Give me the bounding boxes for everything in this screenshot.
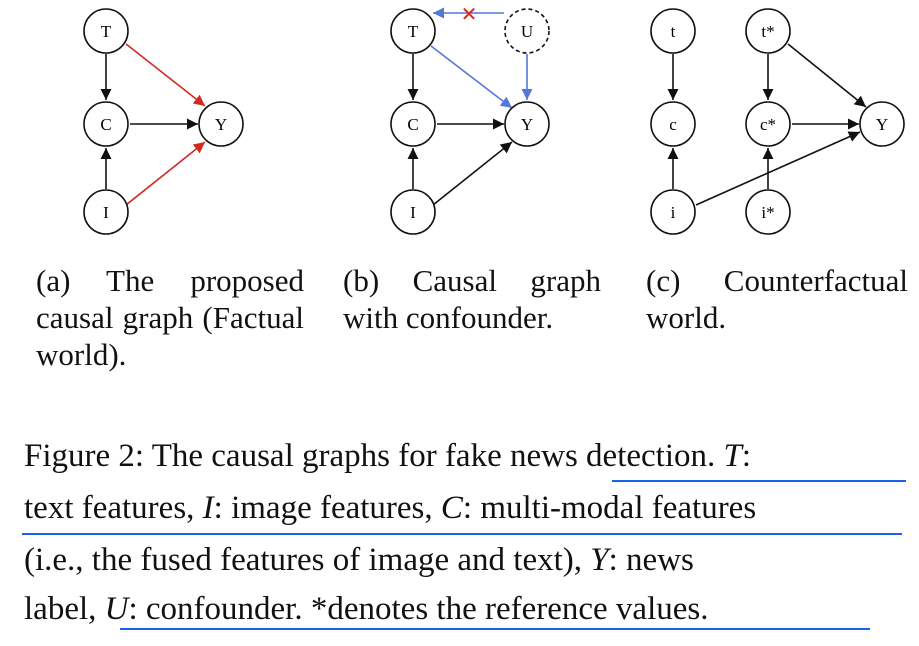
edge-a-I-Y-red (125, 141, 206, 206)
caption-line-1: Figure 2: The causal graphs for fake new… (24, 437, 751, 475)
node-c-c-label: c (669, 115, 677, 134)
node-c-ts (745, 8, 791, 54)
caption-line-2-text: text features, (24, 490, 203, 526)
node-a-I (83, 189, 129, 235)
edge-b-I-Y (432, 141, 513, 206)
caption-line-4-tail: : confounder. *denotes the reference val… (128, 591, 709, 627)
annotation-underline-3 (120, 628, 870, 630)
node-b-Y (504, 101, 550, 147)
node-c-Y (859, 101, 905, 147)
caption-var-C: C (440, 490, 463, 526)
caption-var-U: U (104, 591, 129, 627)
edge-c-ts-Y (787, 43, 867, 108)
node-c-c (650, 101, 696, 147)
graph-a: T C I Y (83, 8, 244, 235)
graph-b: ✕ T U C I Y (390, 2, 550, 235)
caption-line-3: (i.e., the fused features of image and t… (24, 541, 694, 579)
node-c-i-label: i (671, 203, 676, 222)
node-a-I-label: I (103, 203, 109, 222)
edge-a-T-Y-red (125, 43, 206, 107)
causal-graphs-diagram: T C I Y ✕ T U C I Y t (83, 2, 905, 235)
node-c-i (650, 189, 696, 235)
node-b-C-label: C (407, 115, 418, 134)
caption-var-T: T (723, 438, 742, 474)
node-c-is (745, 189, 791, 235)
caption-line-2: text features, I: image features, C: mul… (24, 489, 756, 527)
edge-c-i-Y (695, 131, 861, 206)
node-c-is-label: i* (761, 203, 774, 222)
node-b-I-label: I (410, 203, 416, 222)
cut-mark-icon: ✕ (461, 2, 478, 26)
caption-var-Y: Y (590, 542, 609, 578)
node-b-Y-label: Y (521, 115, 533, 134)
node-a-T (83, 8, 129, 54)
node-a-T-label: T (101, 22, 112, 41)
node-a-C (83, 101, 129, 147)
node-b-T (390, 8, 436, 54)
node-b-T-label: T (408, 22, 419, 41)
node-b-U-label: U (521, 22, 533, 41)
caption-line-4-text: label, (24, 591, 105, 627)
caption-var-I: I (202, 490, 214, 526)
caption-line-2-mid: : image features, (213, 490, 441, 526)
caption-line-4: label, U: confounder. *denotes the refer… (24, 590, 708, 628)
caption-line-3-tail: : news (608, 542, 694, 578)
node-a-Y-label: Y (215, 115, 227, 134)
node-c-t-label: t (671, 22, 676, 41)
node-b-C (390, 101, 436, 147)
node-c-cs-label: c* (760, 115, 776, 134)
caption-line-2-tail: : multi-modal features (462, 490, 757, 526)
caption-line-1-text: Figure 2: The causal graphs for fake new… (24, 438, 724, 474)
node-b-I (390, 189, 436, 235)
caption-line-3-text: (i.e., the fused features of image and t… (24, 542, 591, 578)
node-a-C-label: C (100, 115, 111, 134)
graph-c: t c i t* c* i* Y (650, 8, 905, 235)
annotation-underline-1 (612, 480, 906, 482)
subcaption-b: (b) Causal graph with confounder. (343, 263, 601, 335)
node-c-cs (745, 101, 791, 147)
edge-b-T-Y-blue (430, 45, 513, 109)
node-c-ts-label: t* (761, 22, 774, 41)
subcaption-c: (c) Counterfactual world. (646, 263, 908, 335)
annotation-underline-2 (22, 533, 902, 535)
node-b-U (504, 8, 550, 54)
subcaption-a: (a) The proposed causal graph (Factual w… (36, 263, 304, 372)
node-a-Y (198, 101, 244, 147)
caption-line-1-tail: : (741, 438, 752, 474)
node-c-Y-label: Y (876, 115, 888, 134)
node-c-t (650, 8, 696, 54)
